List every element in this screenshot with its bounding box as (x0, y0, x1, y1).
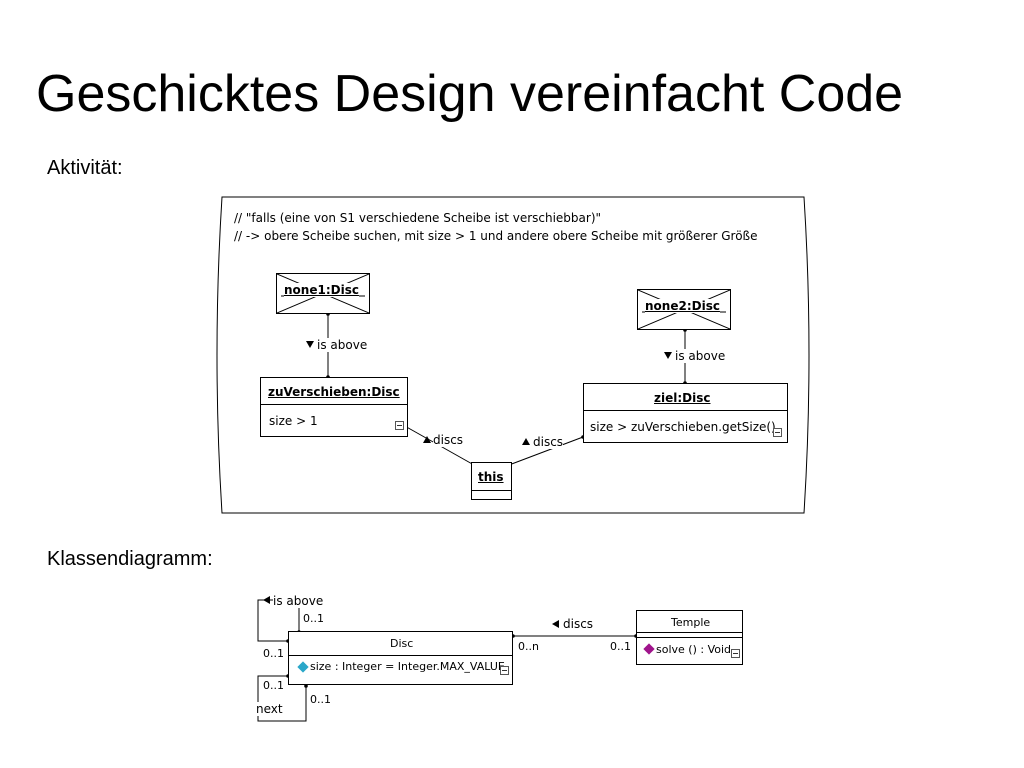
multiplicity-label: 0..1 (303, 612, 324, 625)
ziel-constraint: size > zuVerschieben.getSize() (590, 420, 776, 434)
multiplicity-label: 0..1 (610, 640, 631, 653)
is-above-label-right: is above (675, 349, 726, 363)
temple-method: solve () : Void (656, 643, 732, 656)
none2-disc-node[interactable]: none2:Disc (637, 289, 731, 330)
discs-label: discs (563, 617, 594, 631)
class-divider (289, 655, 512, 656)
activity-heading: Aktivität: (47, 157, 123, 179)
activity-comment-line2: // -> obere Scheibe suchen, mit size > 1… (234, 229, 758, 243)
class-divider (637, 632, 742, 633)
is-above-label-left: is above (317, 338, 368, 352)
direction-arrow-icon (263, 596, 270, 604)
zuverschieben-constraint: size > 1 (269, 414, 318, 428)
this-label: this (478, 470, 504, 484)
node-divider (584, 410, 787, 411)
multiplicity-label: 0..1 (310, 693, 331, 706)
multiplicity-label: 0..1 (263, 679, 284, 692)
node-divider (261, 404, 407, 405)
node-divider (472, 490, 511, 491)
collapse-icon[interactable] (500, 666, 509, 675)
discs-label-left: discs (433, 433, 464, 447)
class-divider (637, 637, 742, 638)
disc-class-name: Disc (390, 637, 414, 650)
is-above-label: is above (273, 594, 324, 608)
direction-arrow-icon (423, 436, 431, 443)
this-node[interactable]: this (471, 462, 512, 500)
disc-attribute: size : Integer = Integer.MAX_VALUE (310, 660, 505, 673)
ziel-disc-label: ziel:Disc (654, 391, 711, 405)
method-icon (643, 643, 655, 655)
slide-title: Geschicktes Design vereinfacht Code (36, 65, 904, 123)
temple-class-name: Temple (671, 616, 711, 629)
class-diagram-heading: Klassendiagramm: (47, 548, 213, 570)
zuverschieben-disc-node[interactable]: zuVerschieben:Disc size > 1 (260, 377, 408, 437)
discs-label-right: discs (533, 435, 564, 449)
collapse-icon[interactable] (395, 421, 404, 430)
disc-class[interactable]: Disc size : Integer = Integer.MAX_VALUE (288, 631, 513, 685)
attribute-icon (297, 661, 309, 673)
direction-arrow-icon (306, 341, 314, 348)
discs-link-right (508, 436, 584, 466)
direction-arrow-icon (552, 620, 559, 628)
multiplicity-label: 0..1 (263, 647, 284, 660)
next-self-association (257, 675, 307, 722)
ziel-disc-node[interactable]: ziel:Disc size > zuVerschieben.getSize() (583, 383, 788, 443)
next-label: next (256, 702, 283, 716)
none1-disc-node[interactable]: none1:Disc (276, 273, 370, 314)
is-above-self-association (257, 599, 300, 642)
temple-class[interactable]: Temple solve () : Void (636, 610, 743, 665)
activity-comment-line1: // "falls (eine von S1 verschiedene Sche… (234, 211, 602, 225)
zuverschieben-disc-label: zuVerschieben:Disc (268, 385, 400, 399)
multiplicity-label: 0..n (518, 640, 539, 653)
none1-disc-label: none1:Disc (284, 283, 359, 297)
direction-arrow-icon (522, 438, 530, 445)
collapse-icon[interactable] (731, 649, 740, 658)
none2-disc-label: none2:Disc (645, 299, 720, 313)
direction-arrow-icon (664, 352, 672, 359)
collapse-icon[interactable] (773, 428, 782, 437)
